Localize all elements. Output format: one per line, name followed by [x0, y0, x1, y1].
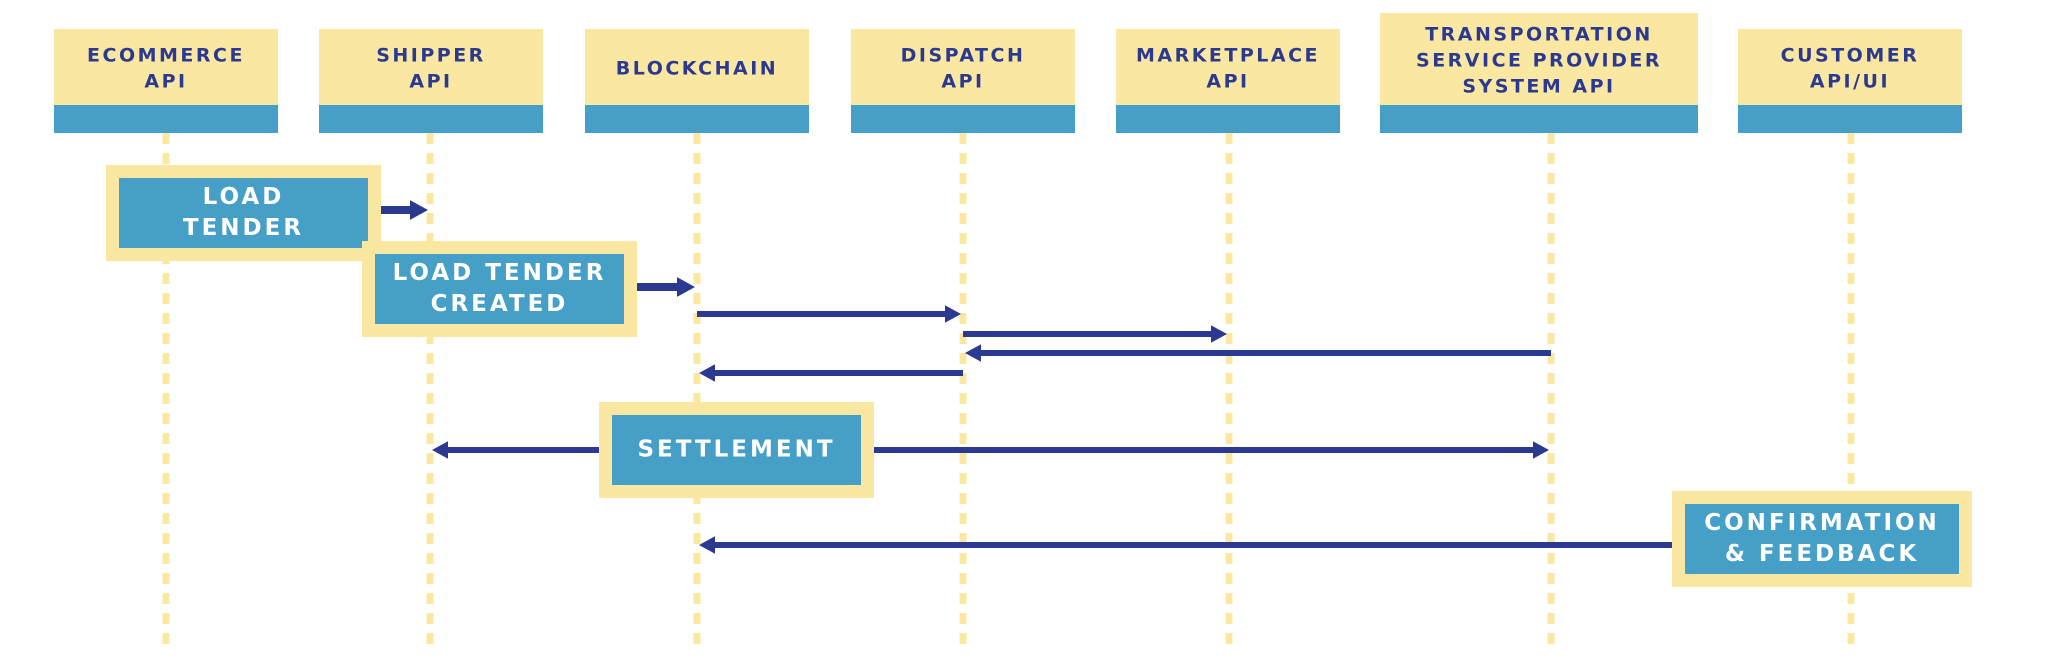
participant-marketplace: MARKETPLACE API — [1116, 29, 1340, 133]
participant-label: SYSTEM API — [1462, 76, 1615, 98]
participant-header-box — [54, 29, 278, 105]
participant-label: DISPATCH — [901, 45, 1026, 67]
participant-label: CUSTOMER — [1781, 45, 1920, 67]
message-box-settlement: SETTLEMENT — [599, 402, 874, 498]
message-box-fill — [375, 254, 624, 324]
message-label: LOAD TENDER — [393, 260, 607, 286]
participant-dispatch: DISPATCH API — [851, 29, 1075, 133]
message-box-fill — [612, 415, 861, 485]
arrowhead-icon — [965, 344, 981, 362]
participant-label: ECOMMERCE — [87, 45, 245, 67]
participant-header-band — [1380, 105, 1698, 133]
message-box-load-tender: LOAD TENDER — [106, 165, 381, 261]
participant-label: MARKETPLACE — [1136, 45, 1320, 67]
arrow-blockchain-to-dispatch — [697, 305, 961, 323]
message-box-fill — [1685, 504, 1959, 574]
participant-headers: ECOMMERCE API SHIPPER API BLOCKCHAIN DISPATCH… — [54, 13, 1962, 133]
arrow-tsp-to-dispatch — [965, 344, 1551, 362]
arrow-dispatch-to-marketplace — [963, 325, 1227, 343]
participant-label: API — [941, 71, 984, 93]
message-box-load-tender-created: LOAD TENDER CREATED — [362, 241, 637, 337]
participant-header-band — [585, 105, 809, 133]
arrowhead-icon — [1211, 325, 1227, 343]
participant-label: SERVICE PROVIDER — [1416, 50, 1662, 72]
participant-label: API — [1206, 71, 1249, 93]
participant-header-box — [1116, 29, 1340, 105]
message-label: TENDER — [183, 215, 304, 241]
participant-header-band — [319, 105, 543, 133]
arrowhead-icon — [945, 305, 961, 323]
arrowhead-icon — [410, 200, 428, 220]
message-label: LOAD — [203, 184, 285, 210]
participant-label: API — [144, 71, 187, 93]
participant-blockchain: BLOCKCHAIN — [585, 29, 809, 133]
arrowhead-icon — [432, 441, 448, 459]
participant-header-band — [1738, 105, 1962, 133]
participant-shipper: SHIPPER API — [319, 29, 543, 133]
arrowhead-icon — [699, 536, 715, 554]
participant-header-box — [1738, 29, 1962, 105]
message-label: CONFIRMATION — [1704, 510, 1940, 536]
arrow-dispatch-to-blockchain — [699, 364, 963, 382]
participant-header-box — [319, 29, 543, 105]
arrowhead-icon — [699, 364, 715, 382]
participant-label: BLOCKCHAIN — [616, 58, 778, 80]
participant-label: SHIPPER — [376, 45, 486, 67]
participant-label: API/UI — [1810, 71, 1890, 93]
participant-header-band — [851, 105, 1075, 133]
arrowhead-icon — [1533, 441, 1549, 459]
message-box-confirmation-feedback: CONFIRMATION & FEEDBACK — [1672, 491, 1972, 587]
message-box-fill — [119, 178, 368, 248]
participant-label: TRANSPORTATION — [1425, 24, 1653, 46]
participant-header-band — [54, 105, 278, 133]
participant-header-box — [1380, 13, 1698, 105]
participant-header-band — [1116, 105, 1340, 133]
message-label: SETTLEMENT — [637, 437, 835, 463]
message-label: CREATED — [431, 291, 569, 317]
participant-header-box — [585, 29, 809, 105]
participant-ecommerce: ECOMMERCE API — [54, 29, 278, 133]
arrowhead-icon — [677, 277, 695, 297]
participant-customer: CUSTOMER API/UI — [1738, 29, 1962, 133]
participant-label: API — [409, 71, 452, 93]
message-label: & FEEDBACK — [1725, 541, 1919, 567]
participant-tsp: TRANSPORTATION SERVICE PROVIDER SYSTEM API — [1380, 13, 1698, 133]
arrow-customer-to-blockchain — [699, 536, 1851, 554]
participant-header-box — [851, 29, 1075, 105]
